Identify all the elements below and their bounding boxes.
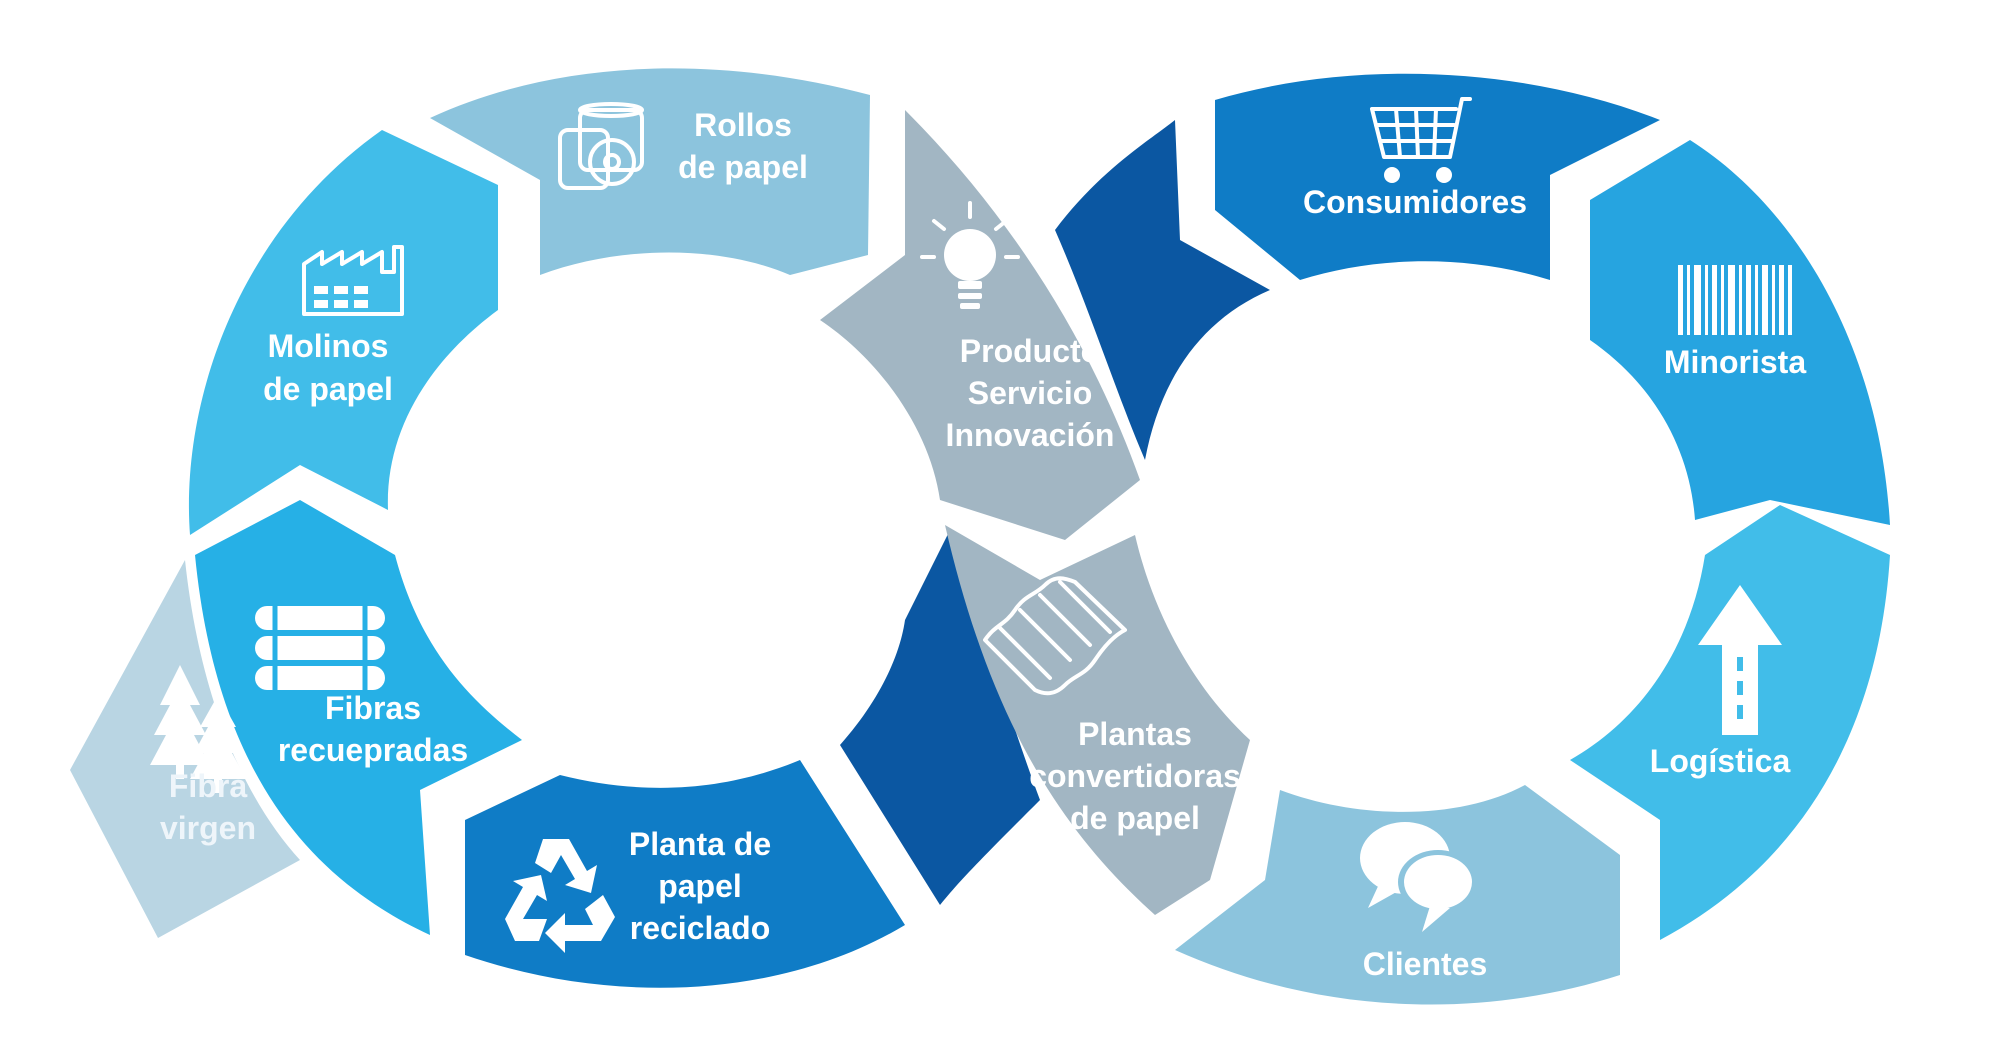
label-planta: Planta de: [629, 826, 771, 862]
segment-connector-upper: [1055, 120, 1270, 460]
bales-icon: [255, 604, 385, 692]
label-servicio: Servicio: [968, 375, 1093, 411]
speech-bubbles-icon: [1360, 822, 1478, 932]
recycle-icon: [505, 839, 615, 953]
label-plantas-3: de papel: [1070, 800, 1200, 836]
barcode-icon: [1678, 265, 1792, 335]
label-plantas-2: convertidoras: [1029, 758, 1241, 794]
label-consumidores: Consumidores: [1303, 184, 1527, 220]
factory-icon: [302, 245, 404, 316]
label-planta-2: papel: [658, 868, 742, 904]
corrugated-board-icon: [983, 576, 1127, 696]
lightbulb-icon: [920, 201, 1020, 309]
segment-connector-lower: [840, 530, 1040, 905]
center-crossing: [820, 110, 1250, 915]
trees-icon: [150, 665, 246, 793]
segment-rollos: [430, 68, 870, 275]
label-producto: Producto: [960, 333, 1100, 369]
segment-clientes: [1175, 785, 1620, 1005]
label-rollos: Rollos: [694, 107, 792, 143]
label-innovacion: Innovación: [946, 417, 1115, 453]
label-logistica: Logística: [1650, 743, 1791, 779]
paper-rolls-icon: [558, 102, 644, 190]
segment-molinos: [188, 130, 498, 535]
label-fibra-virgen: Fibra: [169, 768, 247, 804]
label-rollos-2: de papel: [678, 149, 808, 185]
label-molinos-2: de papel: [263, 371, 393, 407]
segment-plantas: [945, 525, 1250, 915]
label-planta-3: reciclado: [630, 910, 771, 946]
label-fibras-2: recuepradas: [278, 732, 468, 768]
label-minorista: Minorista: [1664, 344, 1806, 380]
road-arrow-icon: [1698, 585, 1782, 735]
label-plantas: Plantas: [1078, 716, 1192, 752]
label-molinos: Molinos: [268, 328, 389, 364]
label-fibra-virgen-2: virgen: [160, 810, 256, 846]
shopping-cart-icon: [1370, 97, 1472, 183]
label-fibras: Fibras: [325, 690, 421, 726]
segment-producto: [820, 110, 1140, 540]
label-clientes: Clientes: [1363, 946, 1487, 982]
